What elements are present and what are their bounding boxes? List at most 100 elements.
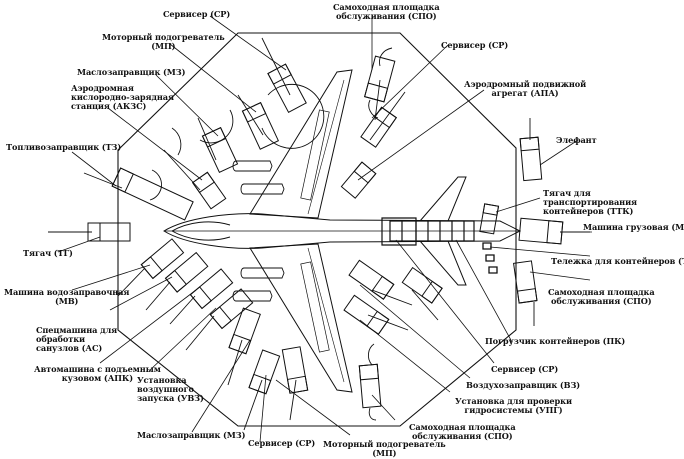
vehicle-tg <box>88 223 130 241</box>
vehicle-elefant <box>520 137 542 180</box>
container-dollies <box>483 243 497 273</box>
aircraft-stabilizer-upper <box>420 177 466 221</box>
label-ttk-line3: контейнеров (ТТК) <box>543 206 634 216</box>
label-uvz-line3: запуска (УВЗ) <box>137 393 204 403</box>
vehicles <box>88 56 563 408</box>
label-pk: Погрузчик контейнеров (ПК) <box>485 336 626 346</box>
label-mp-top-line2: (МП) <box>151 41 176 51</box>
vehicle-mz-top <box>202 128 237 173</box>
vehicle-spo-top <box>365 56 395 102</box>
wing-flaps-upper <box>301 110 329 200</box>
label-as-line1: Спецмашина для <box>36 325 118 335</box>
label-mz-bottom: Маслозаправщик (МЗ) <box>137 430 246 440</box>
wing-flap-line <box>308 248 344 382</box>
label-apk: Автомашина с подъемным кузовом (АПК) <box>34 365 161 383</box>
label-apk-line2: кузовом (АПК) <box>61 373 134 383</box>
label-uvz: Установка воздушного запуска (УВЗ) <box>137 376 204 403</box>
label-akzs: Аэродромная кислородно-зарядная станция … <box>71 84 174 111</box>
label-spo-right-line2: обслуживания (СПО) <box>551 296 652 306</box>
label-spo-bottom-line2: обслуживания (СПО) <box>412 431 513 441</box>
vehicle-uvz <box>210 289 252 329</box>
label-spo-top-line1: Самоходная площадка <box>333 2 440 12</box>
container-loader-rack <box>382 218 474 245</box>
vehicle-akzs <box>193 172 226 209</box>
label-mv-line2: (МВ) <box>54 296 79 306</box>
vehicle-sr-right <box>402 268 442 303</box>
label-mp-bottom: Моторный подогреватель (МП) <box>323 440 446 458</box>
label-upg-line2: гидросистемы (УПГ) <box>464 405 563 415</box>
label-mp-top: Моторный подогреватель (МП) <box>102 33 225 51</box>
label-spo-top: Самоходная площадка обслуживания (СПО) <box>333 3 440 21</box>
label-sr-right: Сервисер (СР) <box>491 364 559 374</box>
label-spo-right: Самоходная площадка обслуживания (СПО) <box>548 288 655 306</box>
label-mp-top-line1: Моторный подогреватель <box>102 32 225 42</box>
vehicle-spo-right <box>514 261 537 303</box>
label-apk-line1: Автомашина с подъемным <box>34 364 161 374</box>
label-tk: Тележка для контейнеров (ТК) <box>551 256 684 266</box>
vehicle-mz-bottom <box>229 308 260 354</box>
label-uvz-line1: Установка <box>137 375 187 385</box>
aircraft <box>164 70 520 392</box>
turning-arcs <box>150 48 392 420</box>
label-elefant: Элефант <box>556 135 597 145</box>
label-spo-right-line1: Самоходная площадка <box>548 287 655 297</box>
vehicle-vz <box>349 260 394 299</box>
label-mv: Машина водозаправочная (МВ) <box>4 288 129 306</box>
vehicle-sr-top-right <box>361 107 396 147</box>
label-spo-top-line2: обслуживания (СПО) <box>336 11 437 21</box>
label-tz: Топливозаправщик (ТЗ) <box>6 142 122 152</box>
label-as-line3: санузлов (АС) <box>36 343 103 353</box>
label-mz-top: Маслозаправщик (МЗ) <box>77 67 186 77</box>
label-akzs-line1: Аэродромная <box>71 83 134 93</box>
label-sr-bottom: Сервисер (СР) <box>248 438 316 448</box>
label-spo-bottom: Самоходная площадка обслуживания (СПО) <box>409 423 516 441</box>
wing-flap-line <box>308 80 344 214</box>
label-sr-top: Сервисер (СР) <box>163 9 231 19</box>
vehicle-mp-bottom <box>282 347 307 393</box>
servicing-zone-boundary <box>118 33 516 426</box>
vehicle-tz <box>112 168 193 220</box>
engine-icon <box>241 184 284 194</box>
vehicle-as <box>166 253 208 293</box>
aircraft-engines <box>233 161 284 301</box>
aircraft-nose-outline <box>172 222 230 240</box>
vehicle-apk <box>190 269 232 309</box>
label-upg: Установка для проверки гидросистемы (УПГ… <box>455 397 572 415</box>
engine-icon <box>233 291 272 301</box>
label-as: Спецмашина для обработки санузлов (АС) <box>36 326 117 353</box>
vehicle-mg <box>519 218 563 244</box>
movement-arrows <box>48 38 590 430</box>
vehicle-mv <box>141 239 183 279</box>
label-ttk-line2: транспортирования <box>543 197 637 207</box>
leader-lines <box>58 16 592 442</box>
label-ttk-line1: Тягач для <box>543 188 591 198</box>
label-sr-top-right: Сервисер (СР) <box>441 40 509 50</box>
label-uvz-line2: воздушного <box>137 384 194 394</box>
label-mp-bottom-line1: Моторный подогреватель <box>323 439 446 449</box>
vehicle-mp-top <box>242 103 278 150</box>
vehicle-spo-bottom <box>359 364 381 407</box>
engine-icon <box>233 161 272 171</box>
label-apa-line1: Аэродромный подвижной <box>464 79 587 89</box>
label-akzs-line2: кислородно-зарядная <box>71 92 174 102</box>
label-ttk: Тягач для транспортирования контейнеров … <box>543 189 637 216</box>
label-mv-line1: Машина водозаправочная <box>4 287 130 297</box>
vehicle-sr-bottom <box>249 350 280 394</box>
label-apa: Аэродромный подвижной агрегат (АПА) <box>464 80 586 98</box>
label-tg: Тягач (ТГ) <box>23 248 73 258</box>
label-mg: Машина грузовая (МГ) <box>583 222 684 232</box>
aircraft-wing-lower <box>250 244 352 392</box>
label-akzs-line3: станция (АКЗС) <box>71 101 147 111</box>
vehicle-apa <box>341 162 375 198</box>
label-spo-bottom-line1: Самоходная площадка <box>409 422 516 432</box>
label-upg-line1: Установка для проверки <box>455 396 572 406</box>
wing-flaps-lower <box>301 262 329 352</box>
label-vz: Воздухозаправщик (ВЗ) <box>466 380 581 390</box>
vehicle-upg <box>344 295 389 334</box>
label-as-line2: обработки <box>36 334 86 344</box>
engine-icon <box>241 268 284 278</box>
label-apa-line2: агрегат (АПА) <box>491 88 559 98</box>
vehicle-ttk <box>480 204 499 234</box>
aircraft-wing-upper <box>250 70 352 218</box>
